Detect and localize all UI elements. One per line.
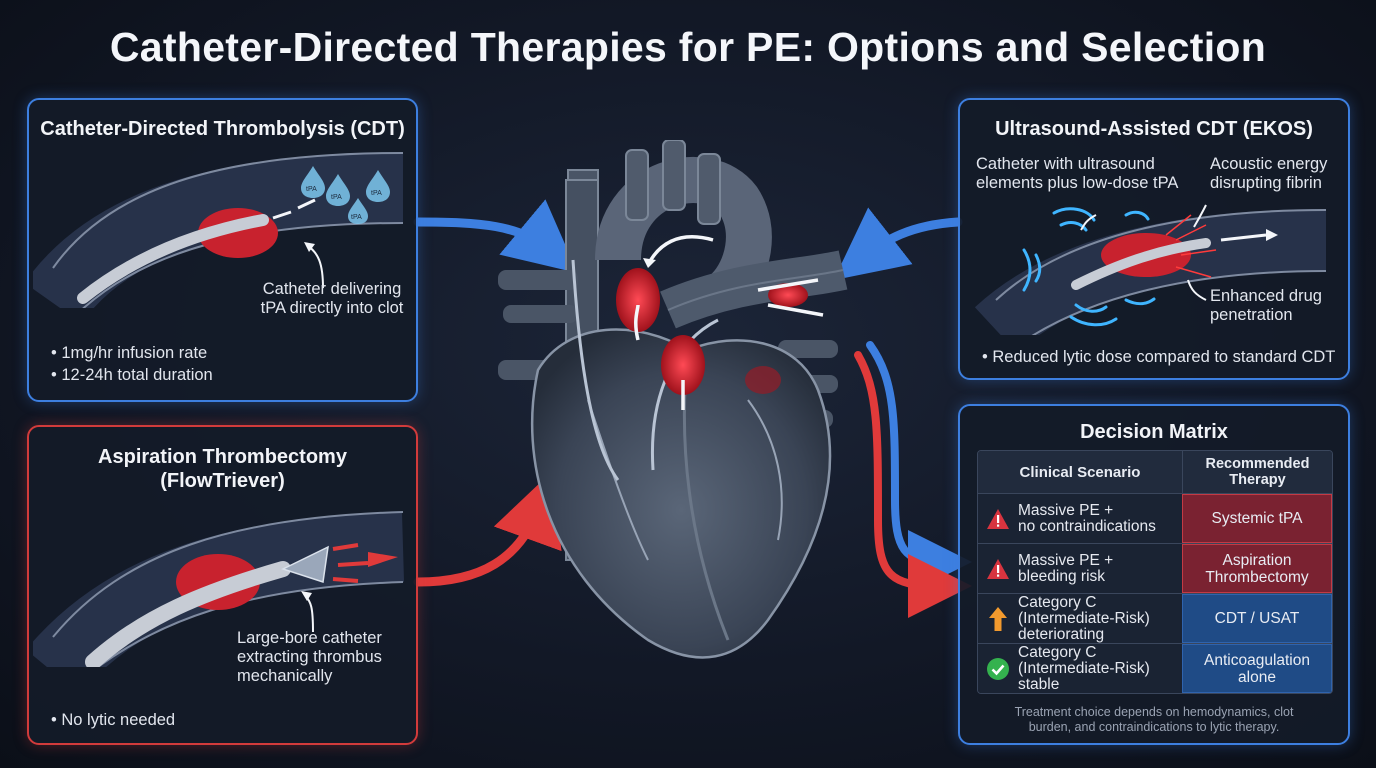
ekos-callout-left-line-1: Catheter with ultrasound	[976, 155, 1155, 173]
asp-callout-line-2: extracting thrombus	[237, 648, 382, 666]
matrix-footnote: Treatment choice depends on hemodynamics…	[977, 705, 1331, 735]
ekos-bullet: Reduced lytic dose compared to standard …	[982, 346, 1335, 368]
therapy-line: Thrombectomy	[1205, 568, 1309, 586]
asp-bullet: No lytic needed	[51, 709, 175, 731]
scenario-line: Category C	[1018, 593, 1097, 611]
asp-callout-line-3: mechanically	[237, 667, 333, 685]
cdt-title: Catheter-Directed Thrombolysis (CDT)	[40, 118, 405, 140]
ekos-callout-right-line-1: Acoustic energy	[1210, 155, 1328, 173]
ekos-catheter	[1071, 238, 1211, 290]
therapy-line: Anticoagulation	[1204, 651, 1310, 669]
therapy-cell: CDT / USAT	[1182, 594, 1332, 643]
scenario-line: (Intermediate-Risk)	[1018, 609, 1150, 627]
warning-icon	[978, 558, 1018, 580]
therapy-line: Aspiration	[1222, 551, 1292, 569]
asp-vessel-illustration	[33, 511, 405, 667]
table-row: Massive PE + no contraindications System…	[978, 493, 1332, 543]
header-clinical-scenario: Clinical Scenario	[978, 451, 1182, 493]
therapy-cell: Anticoagulation alone	[1182, 644, 1332, 693]
header-therapy-line-1: Recommended	[1205, 456, 1310, 472]
cdt-callout: Catheter delivering tPA directly into cl…	[247, 280, 417, 318]
matrix-header-row: Clinical Scenario Recommended Therapy	[978, 451, 1332, 493]
therapy-cell: Systemic tPA	[1182, 494, 1332, 543]
scenario-line: Massive PE +	[1018, 501, 1114, 519]
scenario-line: stable	[1018, 675, 1060, 693]
panel-cdt: Catheter-Directed Thrombolysis (CDT) tPA…	[27, 98, 418, 402]
asp-mesh-funnel	[281, 545, 329, 583]
page-title: Catheter-Directed Therapies for PE: Opti…	[109, 24, 1267, 70]
droplet-label-1: tPA	[306, 186, 317, 193]
clot-heart-3	[768, 283, 808, 307]
clot-heart-1	[616, 268, 660, 332]
cdt-bullets: 1mg/hr infusion rate 12-24h total durati…	[51, 342, 213, 386]
cdt-bullet: 12-24h total duration	[51, 364, 212, 386]
cdt-bullet: 1mg/hr infusion rate	[51, 342, 213, 364]
cdt-callout-line-1: Catheter delivering	[262, 280, 402, 298]
ekos-vessel-illustration	[974, 204, 1327, 335]
therapy-line: alone	[1238, 668, 1276, 686]
panel-ekos: Ultrasound-Assisted CDT (EKOS) Catheter …	[958, 98, 1350, 380]
ekos-callout-right-line-2: disrupting fibrin	[1210, 174, 1322, 192]
scenario-line: deteriorating	[1018, 625, 1105, 643]
table-row: Category C (Intermediate-Risk) deteriora…	[978, 593, 1332, 643]
ekos-callout-bottom-line-1: Enhanced drug	[1210, 287, 1322, 305]
asp-bullets: No lytic needed	[51, 709, 175, 731]
footnote-line-2: burden, and contraindications to lytic t…	[1028, 720, 1280, 734]
cdt-vessel-illustration: tPA tPA tPA tPA	[33, 152, 404, 308]
footnote-line-1: Treatment choice depends on hemodynamics…	[1014, 705, 1294, 719]
ekos-callout-bottom: Enhanced drug penetration	[1210, 287, 1345, 325]
therapy-line: CDT / USAT	[1214, 610, 1300, 627]
asp-title-line-1: Aspiration Thrombectomy	[98, 446, 347, 468]
therapy-cell: Aspiration Thrombectomy	[1182, 544, 1332, 593]
tpa-droplet-icon	[301, 166, 390, 224]
ekos-title: Ultrasound-Assisted CDT (EKOS)	[995, 118, 1313, 140]
asp-callout-line-1: Large-bore catheter	[237, 629, 382, 647]
asp-title: Aspiration Thrombectomy (FlowTriever)	[29, 445, 416, 493]
scenario-line: Category C	[1018, 643, 1097, 661]
header-therapy-line-2: Therapy	[1229, 472, 1286, 488]
cdt-callout-line-2: tPA directly into clot	[260, 299, 404, 317]
scenario-cell: Massive PE + bleeding risk	[1018, 551, 1114, 585]
check-icon	[978, 657, 1018, 681]
table-row: Massive PE + bleeding risk Aspiration Th…	[978, 543, 1332, 593]
asp-title-line-2: (FlowTriever)	[160, 470, 285, 492]
arrow-up-icon	[978, 606, 1018, 632]
clot-heart-2	[661, 335, 705, 395]
matrix-title: Decision Matrix	[1080, 421, 1228, 443]
heart-illustration	[498, 140, 848, 659]
ekos-callout-left: Catheter with ultrasound elements plus l…	[976, 155, 1186, 193]
scenario-cell: Category C (Intermediate-Risk) deteriora…	[1018, 593, 1150, 643]
ekos-callout-bottom-line-2: penetration	[1210, 306, 1293, 324]
decision-matrix-table: Clinical Scenario Recommended Therapy Ma…	[977, 450, 1333, 694]
asp-callout: Large-bore catheter extracting thrombus …	[237, 629, 412, 686]
ekos-callout-left-line-2: elements plus low-dose tPA	[976, 174, 1179, 192]
panel-aspiration: Aspiration Thrombectomy (FlowTriever) La…	[27, 425, 418, 745]
table-row: Category C (Intermediate-Risk) stable An…	[978, 643, 1332, 693]
scenario-line: (Intermediate-Risk)	[1018, 659, 1150, 677]
warning-icon	[978, 508, 1018, 530]
therapy-line: Systemic tPA	[1211, 510, 1303, 527]
ekos-callout-right: Acoustic energy disrupting fibrin	[1210, 155, 1345, 193]
asp-catheter	[85, 561, 291, 667]
ekos-bullets: Reduced lytic dose compared to standard …	[982, 346, 1335, 368]
header-recommended-therapy: Recommended Therapy	[1182, 451, 1332, 493]
scenario-cell: Category C (Intermediate-Risk) stable	[1018, 643, 1150, 693]
scenario-line: no contraindications	[1018, 517, 1156, 535]
scenario-line: Massive PE +	[1018, 551, 1114, 569]
pulmonary-artery	[660, 250, 848, 329]
scenario-line: bleeding risk	[1018, 567, 1106, 585]
droplet-label-2: tPA	[331, 194, 342, 201]
droplet-label-3: tPA	[351, 214, 362, 221]
droplet-label-4: tPA	[371, 190, 382, 197]
scenario-cell: Massive PE + no contraindications	[1018, 501, 1156, 535]
cdt-catheter	[77, 214, 269, 304]
